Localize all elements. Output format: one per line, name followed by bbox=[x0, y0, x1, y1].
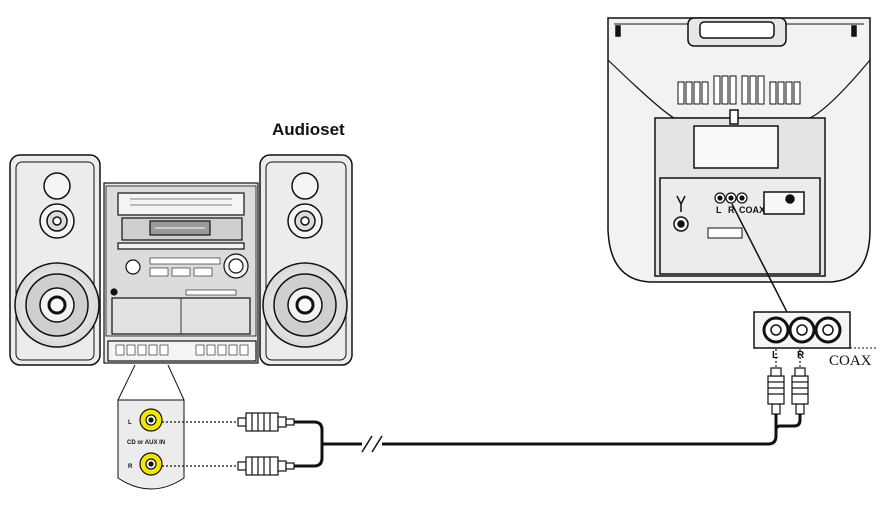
audioset-label: Audioset bbox=[272, 120, 345, 139]
tv-coax-label: COAX bbox=[739, 205, 765, 215]
aux-l-label: L bbox=[128, 420, 132, 426]
tv-antenna-icon bbox=[676, 195, 686, 212]
audioset-main-unit bbox=[103, 182, 259, 364]
left-speaker bbox=[9, 154, 101, 366]
audio-cable bbox=[294, 412, 802, 468]
tv-jack-l bbox=[714, 192, 726, 204]
aux-input-label: CD or AUX IN bbox=[127, 440, 165, 446]
jack-adapter bbox=[753, 311, 851, 349]
aux-r-label: R bbox=[128, 464, 133, 470]
adapter-l-label: L bbox=[772, 350, 778, 361]
rca-plug-tv-r bbox=[791, 367, 809, 415]
aux-jack-l bbox=[139, 408, 163, 432]
rca-plug-lower bbox=[237, 456, 295, 476]
tv-antenna-socket bbox=[673, 216, 689, 232]
aux-jack-r bbox=[139, 452, 163, 476]
right-speaker bbox=[259, 154, 353, 366]
rca-plug-upper bbox=[237, 412, 295, 432]
adapter-coax-label: COAX bbox=[829, 353, 872, 369]
tv-r-label: R bbox=[728, 205, 735, 215]
rca-plug-tv-l bbox=[767, 367, 785, 415]
tv-rear bbox=[607, 17, 871, 283]
adapter-leader-line bbox=[731, 203, 791, 319]
adapter-r-label: R bbox=[797, 350, 805, 361]
tv-jack-r bbox=[725, 192, 737, 204]
tv-l-label: L bbox=[716, 205, 722, 215]
tv-jack-coax bbox=[736, 192, 748, 204]
tv-vents bbox=[677, 75, 801, 105]
